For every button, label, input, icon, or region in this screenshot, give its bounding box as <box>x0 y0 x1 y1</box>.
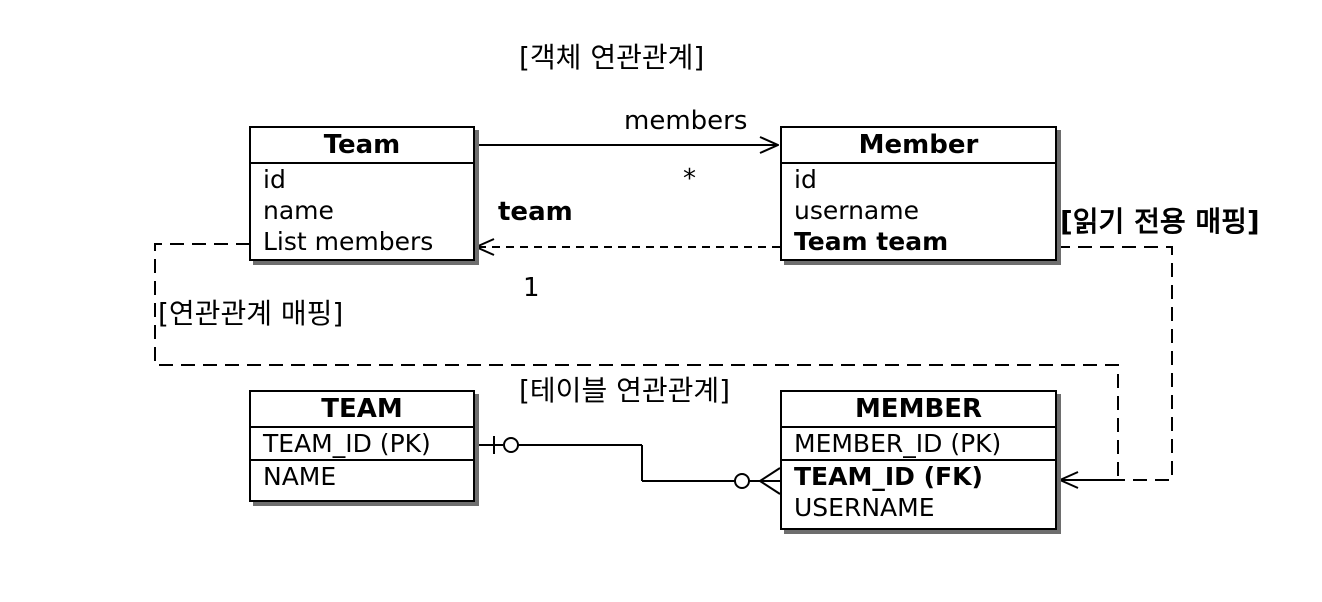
members-label: members <box>624 106 748 136</box>
team-field-members: List members <box>263 227 434 256</box>
relation-mapping-line <box>154 243 1119 481</box>
many-multiplicity-label: * <box>683 164 696 194</box>
read-only-mapping-line <box>1056 246 1173 480</box>
team-field-id: id <box>263 165 286 194</box>
team-field-name: name <box>263 196 334 225</box>
one-multiplicity-label: 1 <box>523 273 540 303</box>
member-table-username-column: USERNAME <box>794 493 935 522</box>
team-table-box: TEAM TEAM_ID (PK) NAME <box>249 390 475 502</box>
team-label: team <box>498 197 573 227</box>
member-field-id: id <box>794 165 817 194</box>
read-only-mapping-title: [읽기 전용 매핑] <box>1060 205 1260 238</box>
team-table-pk-column: TEAM_ID (PK) <box>251 428 473 461</box>
relation-mapping-title: [연관관계 매핑] <box>158 297 344 330</box>
member-class-name: Member <box>782 128 1055 164</box>
team-table-name-column: NAME <box>263 462 337 491</box>
erd-relationship-line <box>475 436 781 495</box>
member-field-team: Team team <box>794 227 949 256</box>
team-class-box: Team id name List members <box>249 126 475 261</box>
member-table-pk-column: MEMBER_ID (PK) <box>782 428 1055 461</box>
member-table-fk-column: TEAM_ID (FK) <box>794 462 983 491</box>
member-class-box: Member id username Team team <box>780 126 1057 261</box>
table-relation-title: [테이블 연관관계] <box>519 374 731 407</box>
member-field-username: username <box>794 196 919 225</box>
member-table-box: MEMBER MEMBER_ID (PK) TEAM_ID (FK) USERN… <box>780 390 1057 530</box>
object-relation-title: [객체 연관관계] <box>519 41 705 74</box>
team-table-name: TEAM <box>251 392 473 428</box>
member-table-name: MEMBER <box>782 392 1055 428</box>
team-class-name: Team <box>251 128 473 164</box>
